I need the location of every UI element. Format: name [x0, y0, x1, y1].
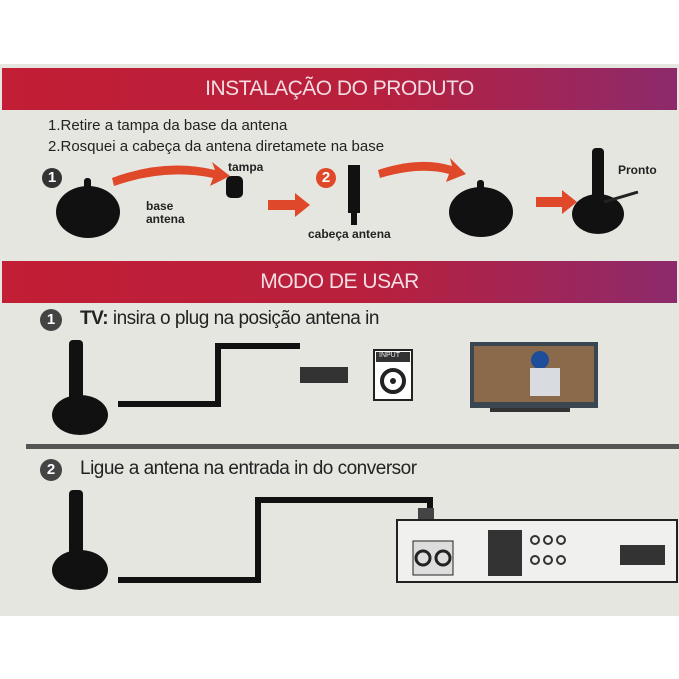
tv-diagram — [52, 340, 598, 435]
antenna-parts — [56, 148, 639, 238]
install-step-1: 1.Retire a tampa da base da antena — [48, 117, 288, 134]
installation-banner: INSTALAÇÃO DO PRODUTO — [2, 68, 677, 110]
usage-step-1: TV: insira o plug na posição antena in — [80, 308, 379, 330]
usage-step-1-badge: 1 — [40, 309, 62, 331]
install-step-2: 2.Rosquei a cabeça da antena diretamete … — [48, 138, 385, 155]
tv-prefix: TV: — [80, 308, 109, 329]
usage-step-2-badge: 2 — [40, 459, 62, 481]
divider — [26, 444, 679, 449]
input-label: INPUT — [379, 352, 400, 359]
step-1-badge: 1 — [42, 168, 62, 188]
step-2-badge: 2 — [316, 168, 336, 188]
usage-step-1-text: insira o plug na posição antena in — [112, 308, 380, 329]
label-cabeca-antena: cabeça antena — [308, 227, 391, 241]
label-base-antena: base antena — [146, 199, 185, 226]
usage-banner: MODO DE USAR — [2, 261, 677, 303]
converter-diagram — [52, 490, 678, 590]
arrow-icons — [112, 158, 577, 217]
label-pronto: Pronto — [618, 163, 657, 177]
label-tampa: tampa — [228, 160, 264, 174]
usage-step-2-text: Ligue a antena na entrada in do converso… — [80, 458, 417, 479]
